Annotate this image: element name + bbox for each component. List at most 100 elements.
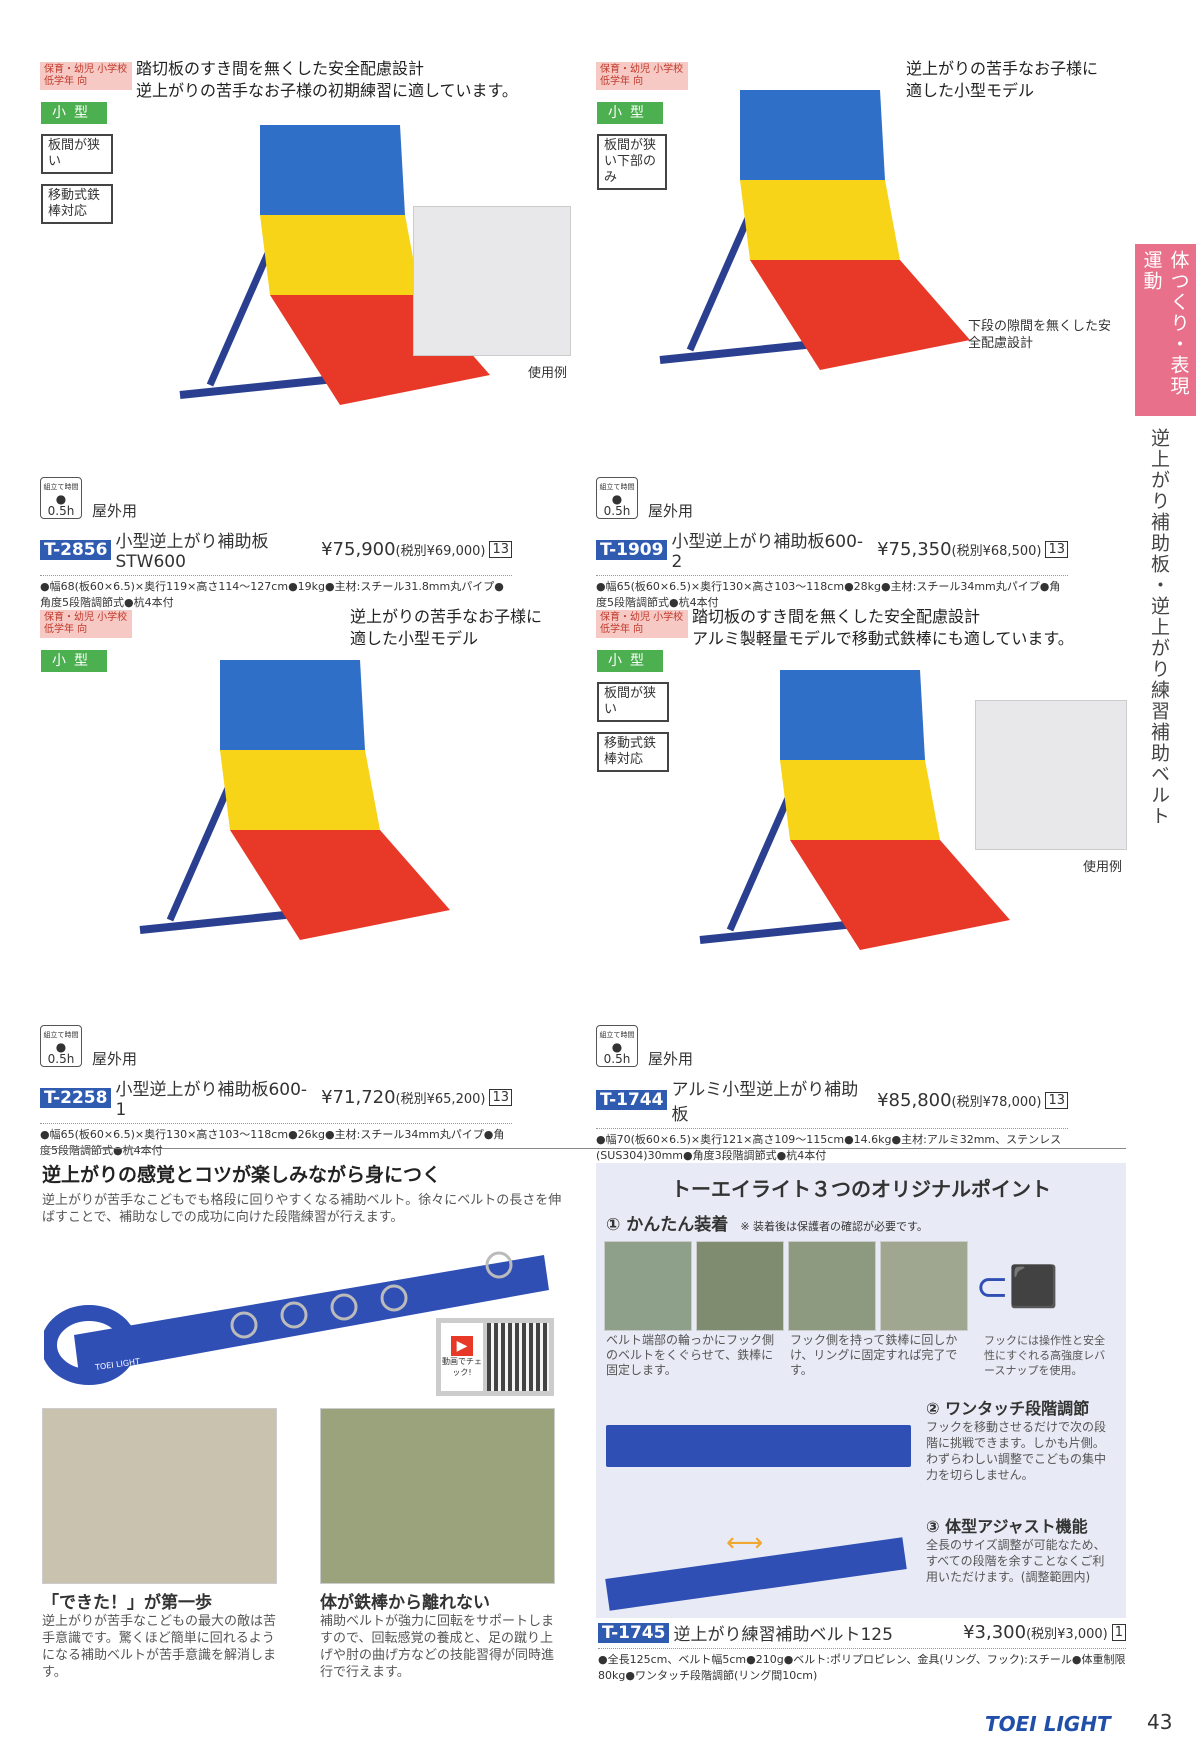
product-price-tax: (税別¥69,000) [395,544,486,559]
p1-caption-1: ベルト端部の輪っかにフック側のベルトをくぐらせて、鉄棒に固定します。 [606,1333,775,1377]
product-image [650,90,990,390]
p3-title: ③ 体型アジャスト機能 [926,1517,1088,1536]
product-price: ¥3,300 [963,1622,1027,1643]
p3-text: 全長のサイズ調整が可能なため、すべての段階を余すことなくご利用いただけます。(調… [926,1538,1106,1584]
p1-note: ※ 装着後は保護者の確認が必要です。 [740,1220,928,1233]
product-qty: 1 [1111,1624,1126,1641]
qr-code-icon [487,1323,549,1391]
video-icon: ▶ [450,1336,474,1356]
outdoor-label: 屋外用 [92,1050,138,1068]
product-qty: 13 [489,541,512,558]
age-tag: 保育・幼児 小学校低学年 向 [596,610,688,638]
product-catchcopy: 踏切板のすき間を無くした安全配慮設計アルミ製軽量モデルで移動式鉄棒にも適していま… [692,607,1074,648]
product-line[interactable]: T-2856 小型逆上がり補助板STW600 ¥75,900(税別¥69,000… [40,527,512,576]
p1-caption-2: フック側を持って鉄棒に回しかけ、リングに固定すれば完了です。 [790,1333,958,1377]
product-line[interactable]: T-1744 アルミ小型逆上がり補助板 ¥85,800(税別¥78,000) 1… [596,1075,1068,1129]
point-text-1: 逆上がりが苦手なこどもの最大の敵は苦手意識です。驚くほど簡単に回れるようになる補… [42,1614,277,1680]
product-spec: ●幅65(板60×6.5)×奥行130×高さ103〜118cm●28kg●主材:… [596,580,1061,609]
product-price-tax: (税別¥65,200) [395,1092,486,1107]
age-tag: 保育・幼児 小学校低学年 向 [596,62,688,90]
product-price-tax: (税別¥68,500) [951,544,1042,559]
photo-child-belt [320,1408,555,1584]
movable-bar-tag: 移動式鉄棒対応 [597,732,669,772]
snap-hook-icon: ⊂⬛ [975,1263,1059,1310]
footer-brand: TOEI LIGHT [985,1712,1111,1736]
subcategory-label: 逆上がり補助板・逆上がり練習補助ベルト [1148,428,1170,827]
point-title-2: 体が鉄棒から離れない [320,1593,490,1613]
section-divider [40,1148,1126,1149]
p1-caption-3: フックには操作性と安全性にすぐれる高強度レバースナップを使用。 [984,1334,1106,1377]
size-tag: 小型 [41,102,107,124]
person-icon: ● [611,1040,623,1054]
product-name: 小型逆上がり補助板600-2 [671,532,864,572]
size-tag: 小型 [597,102,663,124]
panel-title: トーエイライト３つのオリジナルポイント [671,1177,1051,1201]
age-tag: 保育・幼児 小学校低学年 向 [40,610,132,638]
product-code: T-2856 [40,539,112,560]
movable-bar-tag: 移動式鉄棒対応 [41,184,113,224]
person-icon: ● [55,1040,67,1054]
usage-example-label: 使用例 [528,366,568,381]
narrow-gap-tag: 板間が狭い下部のみ [597,134,667,190]
product-code: T-1744 [596,1090,668,1110]
usage-photo [413,206,571,356]
belt-intro: 逆上がりが苦手なこどもでも格段に回りやすくなる補助ベルト。徐々にベルトの長さを伸… [42,1193,562,1225]
age-tag: 保育・幼児 小学校低学年 向 [40,62,132,90]
video-qr[interactable]: ▶ 動画でチェック! [436,1318,554,1396]
narrow-gap-tag: 板間が狭い [597,682,669,722]
p2-title: ② ワンタッチ段階調節 [926,1399,1090,1418]
assembly-time-badge: 組立て時間●0.5h [40,1025,82,1067]
product-name: 逆上がり練習補助ベルト125 [673,1625,893,1645]
step-photo [604,1241,692,1331]
photo-child-bar [42,1408,277,1584]
product-catchcopy: 踏切板のすき間を無くした安全配慮設計逆上がりの苦手なお子様の初期練習に適していま… [136,59,518,100]
product-price: ¥75,350 [877,539,952,560]
step-photo [696,1241,784,1331]
belt-rings-photo [606,1425,911,1467]
p1-title: ① かんたん装着 [606,1215,729,1235]
product-spec: ●全長125cm、ベルト幅5cm●210g●ベルト:ポリプロピレン、金具(リング… [598,1653,1126,1682]
product-price: ¥71,720 [321,1087,396,1108]
p2-text: フックを移動させるだけで次の段階に挑戦できます。しかも片側。わずらわしい調整でこ… [926,1420,1107,1482]
original-points-panel: トーエイライト３つのオリジナルポイント ① かんたん装着 ※ 装着後は保護者の確… [596,1163,1126,1618]
product-image [130,660,470,960]
usage-photo [975,700,1127,850]
product-code: T-1909 [596,539,668,560]
size-tag: 小型 [41,650,107,672]
usage-example-label: 使用例 [1083,860,1123,875]
product-line-belt[interactable]: T-1745 逆上がり練習補助ベルト125 ¥3,300(税別¥3,000) 1 [598,1620,1126,1649]
product-line[interactable]: T-1909 小型逆上がり補助板600-2 ¥75,350(税別¥68,500)… [596,527,1068,576]
step-photo [880,1241,968,1331]
product-name: 小型逆上がり補助板STW600 [115,532,269,572]
belt-image [44,1251,549,1385]
outdoor-label: 屋外用 [92,502,138,520]
product-price: ¥75,900 [321,539,396,560]
narrow-gap-tag: 板間が狭い [41,134,113,174]
page-number: 43 [1147,1710,1173,1734]
product-line[interactable]: T-2258 小型逆上がり補助板600-1 ¥71,720(税別¥65,200)… [40,1075,512,1124]
point-text-2: 補助ベルトが強力に回転をサポートしますので、回転感覚の養成と、足の蹴り上げや肘の… [320,1614,555,1680]
size-tag: 小型 [597,650,663,672]
product-name: 小型逆上がり補助板600-1 [115,1080,308,1120]
product-spec: ●幅65(板60×6.5)×奥行130×高さ103〜118cm●26kg●主材:… [40,1128,505,1157]
adjust-arrow-icon: ⟷ [726,1528,764,1558]
product-qty: 13 [1045,1091,1068,1109]
product-price: ¥85,800 [877,1089,952,1111]
outdoor-label: 屋外用 [648,502,694,520]
point-title-1: 「できた！」が第一歩 [42,1593,212,1613]
category-tab-label: 体つくり・表現運動 [1140,250,1190,397]
product-name: アルミ小型逆上がり補助板 [671,1080,859,1125]
product-code: T-2258 [40,1087,112,1108]
person-icon: ● [611,492,623,506]
product-spec: ●幅68(板60×6.5)×奥行119×高さ114〜127cm●19kg●主材:… [40,580,504,609]
outdoor-label: 屋外用 [648,1050,694,1068]
product-catchcopy: 逆上がりの苦手なお子様に適した小型モデル [350,607,543,648]
step-photo [788,1241,876,1331]
belt-heading: 逆上がりの感覚とコツが楽しみながら身につく [42,1164,442,1186]
video-label: 動画でチェック! [442,1357,482,1377]
product-catchcopy: 逆上がりの苦手なお子様に適した小型モデル [906,59,1099,100]
category-tab[interactable]: 体つくり・表現運動 [1135,244,1196,416]
product-qty: 13 [1045,541,1068,558]
assembly-time-badge: 組立て時間●0.5h [596,1025,638,1067]
product-price-tax: (税別¥3,000) [1026,1627,1108,1642]
